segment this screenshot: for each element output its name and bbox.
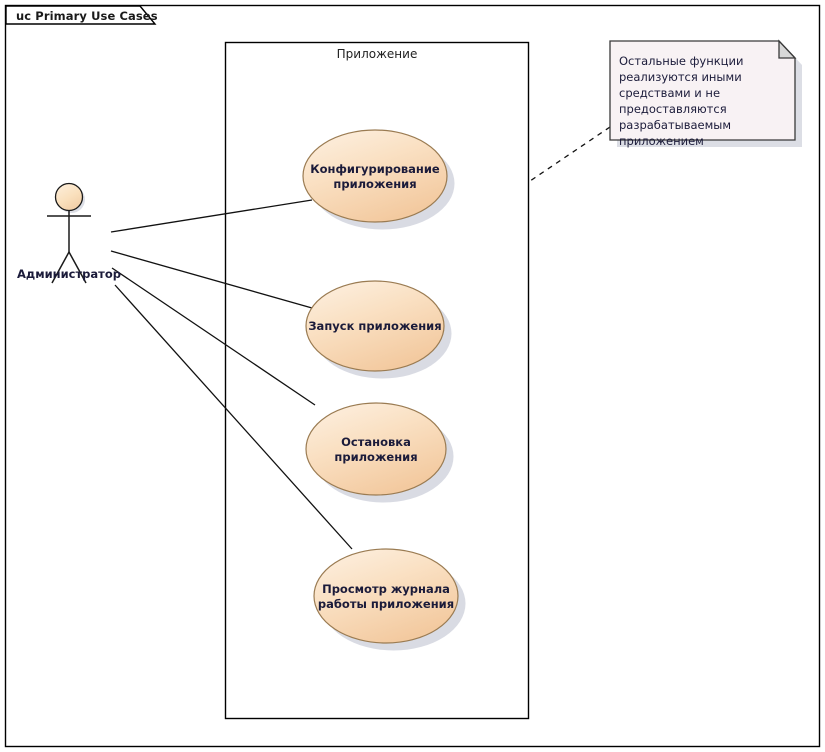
association-line-3: [111, 267, 316, 406]
note-comment-text: Остальные функции реализуются иными сред…: [619, 54, 744, 148]
note-fold: [778, 39, 797, 59]
use-case-2[interactable]: [305, 280, 452, 379]
actor-leg-right: [68, 251, 87, 284]
use-case-3[interactable]: [305, 402, 454, 503]
system-boundary-label: Приложение: [336, 47, 418, 61]
note-anchor-line: [529, 126, 611, 182]
frame-title-label: uc Primary Use Cases: [16, 9, 158, 23]
actor-administrator-label: Администратор: [17, 267, 121, 281]
actor-leg-left: [51, 251, 70, 284]
note-body: [609, 40, 796, 141]
use-case-1[interactable]: [302, 129, 455, 230]
actor-head: [54, 182, 84, 212]
use-case-4[interactable]: [313, 548, 466, 651]
association-line-1: [110, 199, 313, 233]
actor-administrator[interactable]: [47, 182, 91, 284]
association-line-4: [114, 284, 353, 550]
association-lines: [110, 199, 353, 550]
note-comment[interactable]: [609, 39, 802, 147]
frame-title-tab: [5, 5, 157, 25]
association-line-2: [110, 250, 313, 309]
